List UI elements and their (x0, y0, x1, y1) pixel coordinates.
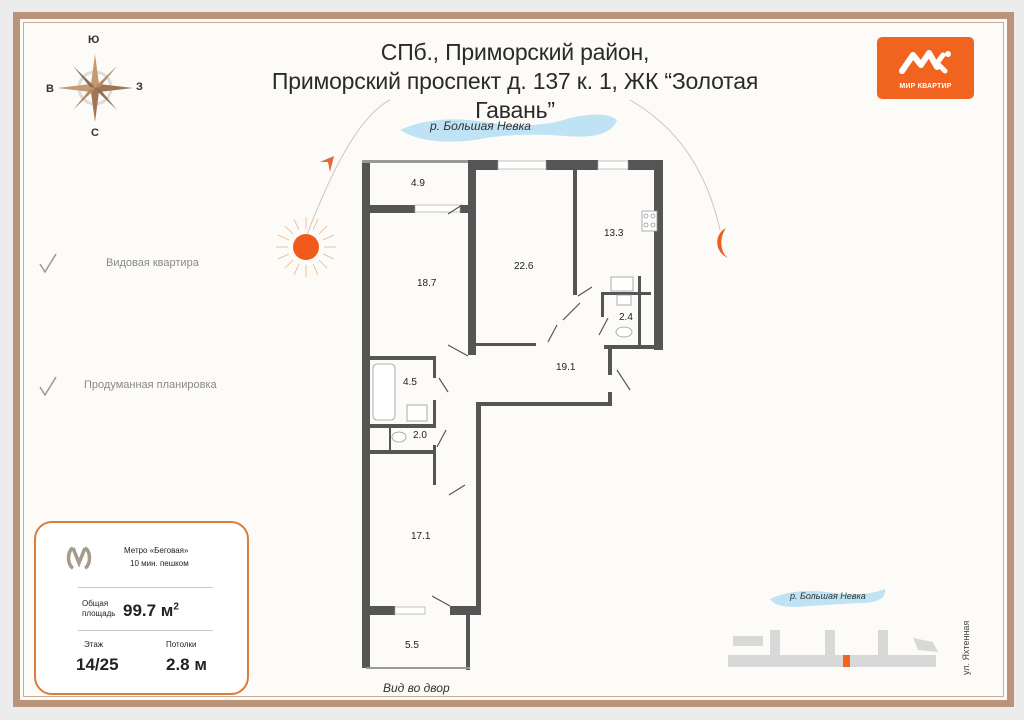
page-title: СПб., Приморский район, Приморский просп… (230, 38, 800, 125)
room-area-middle: 22.6 (514, 261, 534, 272)
sun-path-arc (304, 99, 721, 241)
room-area-bottom: 17.1 (411, 531, 431, 542)
address-line-1: СПб., Приморский район, (380, 39, 650, 65)
room-area-wc-small: 2.4 (619, 312, 633, 323)
compass-west-label: З (136, 81, 143, 93)
moon-icon (717, 228, 728, 258)
street-label: ул. Яхтенная (961, 620, 971, 675)
floor-plan (362, 160, 663, 670)
building-highlight (843, 655, 850, 667)
feature-item-1: Продуманная планировка (84, 379, 217, 391)
metro-distance: 10 мин. пешком (130, 559, 189, 568)
room-area-wc: 2.0 (413, 430, 427, 441)
metro-icon (66, 546, 92, 570)
compass-rose-icon (57, 54, 133, 122)
check-icon (39, 253, 57, 274)
site-river-shape (770, 589, 886, 607)
room-area-balcony-bottom: 5.5 (405, 640, 419, 651)
metro-name: Метро «Беговая» (124, 546, 189, 555)
view-label: Вид во двор (383, 681, 450, 695)
brand-logo[interactable]: МИР КВАРТИР (877, 37, 974, 99)
area-label-2: площадь (82, 609, 116, 618)
river-label-top: р. Большая Невка (430, 119, 531, 133)
river-shape (400, 114, 617, 142)
brand-mark-icon (899, 50, 951, 74)
compass-north-label: С (91, 127, 99, 139)
ceiling-label: Потолки (166, 640, 197, 649)
address-line-2: Приморский проспект д. 137 к. 1, ЖК “Зол… (271, 68, 759, 123)
divider (78, 630, 213, 631)
room-area-left: 18.7 (417, 278, 437, 289)
area-value: 99.7 м2 (123, 601, 179, 620)
ceiling-value: 2.8 м (166, 655, 207, 674)
compass-east-label: В (46, 83, 54, 95)
arrow-icon (320, 156, 334, 172)
room-area-kitchen: 13.3 (604, 228, 624, 239)
room-area-balcony-top: 4.9 (411, 178, 425, 189)
check-icon (39, 376, 57, 397)
floor-label: Этаж (84, 640, 104, 649)
room-area-bathroom: 4.5 (403, 377, 417, 388)
brand-name: МИР КВАРТИР (899, 83, 952, 90)
room-area-hall: 19.1 (556, 362, 576, 373)
sun-icon (276, 217, 336, 277)
site-plan-map (728, 630, 938, 667)
info-card: Метро «Беговая» 10 мин. пешком Общая пло… (34, 521, 249, 695)
compass-south-label: Ю (88, 34, 100, 46)
divider (78, 587, 213, 588)
feature-item-0: Видовая квартира (106, 257, 199, 269)
area-label-1: Общая (82, 599, 109, 608)
floor-value: 14/25 (76, 655, 119, 674)
site-river-label: р. Большая Невка (790, 591, 866, 601)
